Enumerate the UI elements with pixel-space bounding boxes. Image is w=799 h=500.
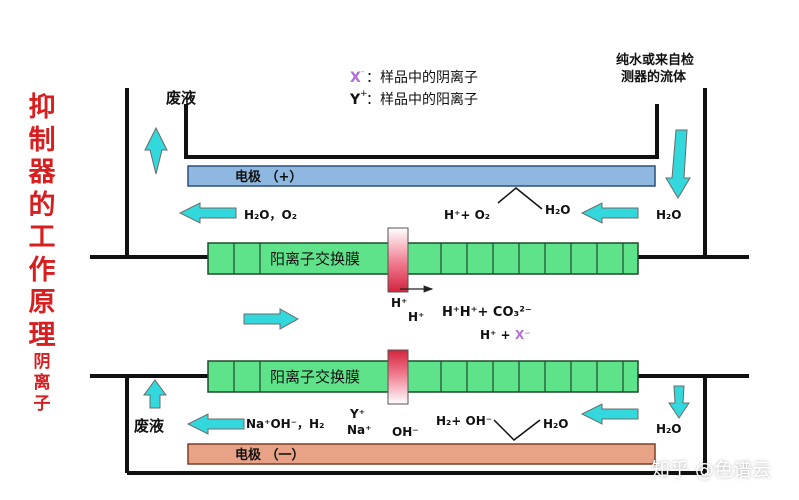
arrow-left-top-out: [178, 202, 237, 224]
bottom-mid-formula: H₂+ OH⁻: [436, 414, 492, 428]
waste-bottom-label: 废液: [134, 417, 165, 435]
inflow-label-2: 测器的流体: [621, 69, 687, 85]
watermark: 知乎 @色谱云: [650, 459, 771, 481]
flow-lines: [90, 255, 749, 378]
subtitle-char: 离: [33, 373, 51, 393]
top-inner-channel: [184, 104, 659, 159]
title-char: 抑: [28, 92, 56, 123]
title-char: 理: [28, 319, 56, 351]
membrane-top-label: 阳离子交换膜: [270, 250, 360, 268]
top-exchange-site: [387, 227, 409, 293]
center-equation: H⁺H⁺+ CO₃²⁻: [442, 305, 532, 320]
arrow-left-top-in: [580, 202, 639, 224]
bottom-reaction-line: [493, 419, 541, 441]
subtitle-char: 子: [33, 394, 51, 414]
legend-x-symbol: X: [350, 70, 361, 86]
electrode-negative-label: 电极 （一）: [235, 447, 305, 463]
membrane-bottom-label: 阳离子交换膜: [270, 368, 360, 386]
h-plus-a: H⁺: [391, 296, 407, 310]
electrode-positive-label: 电极 （+）: [235, 169, 302, 185]
top-h2o-formula: H₂O: [545, 203, 571, 217]
top-out-formula: H₂O，O₂: [244, 208, 297, 222]
center-hx-x: X⁻: [515, 328, 531, 342]
membrane-bottom: [207, 360, 639, 393]
bottom-exchange-site: [387, 349, 409, 405]
waste-top-label: 废液: [166, 89, 197, 107]
arrow-right-center: [243, 308, 300, 330]
center-hx-h: H⁺ +: [480, 328, 511, 342]
legend-y-sup: +: [360, 89, 368, 99]
title-char: 器: [28, 157, 56, 188]
electrode-positive: [187, 165, 656, 187]
oh-minus: OH⁻: [392, 425, 419, 439]
y-plus: Y⁺: [349, 407, 365, 421]
bottom-out-formula: Na⁺OH⁻，H₂: [246, 417, 324, 431]
chamber-walls: [125, 88, 707, 475]
subtitle-char: 阴: [33, 352, 51, 372]
electrode-negative: [187, 443, 656, 465]
h-plus-b: H⁺: [408, 310, 424, 324]
legend-x-sup: -: [361, 67, 364, 77]
top-mid-formula: H⁺+ O₂: [444, 208, 490, 222]
title-char: 的: [28, 189, 56, 221]
top-reaction-line: [497, 187, 543, 210]
arrow-up-bottom-left: [143, 379, 167, 409]
legend-y-text: ：样品中的阳离子: [366, 91, 478, 108]
title-char: 制: [28, 124, 56, 156]
inflow-label-1: 纯水或来自检: [616, 52, 694, 68]
legend-x-text: ：样品中的阴离子: [366, 69, 478, 86]
arrow-down-top-right: [665, 129, 691, 199]
top-right-h2o-formula: H₂O: [656, 208, 682, 222]
na-plus: Na⁺: [347, 423, 371, 437]
flow-arrows: [143, 126, 691, 435]
arrow-down-bottom-right: [668, 385, 690, 419]
bottom-right-h2o-formula: H₂O: [656, 422, 682, 436]
legend-y-symbol: Y: [349, 92, 361, 108]
title-char: 原: [28, 287, 56, 318]
title-char: 作: [28, 254, 56, 286]
arrow-left-bottom-out: [186, 413, 245, 435]
side-title: 抑 制 器 的 工 作 原 理 阴 离 子: [22, 92, 62, 415]
membrane-top: [207, 242, 639, 275]
arrow-up-top-left: [144, 126, 168, 175]
bottom-h2o-formula: H₂O: [543, 417, 569, 431]
title-char: 工: [28, 222, 56, 253]
arrow-left-bottom-in: [580, 403, 639, 425]
